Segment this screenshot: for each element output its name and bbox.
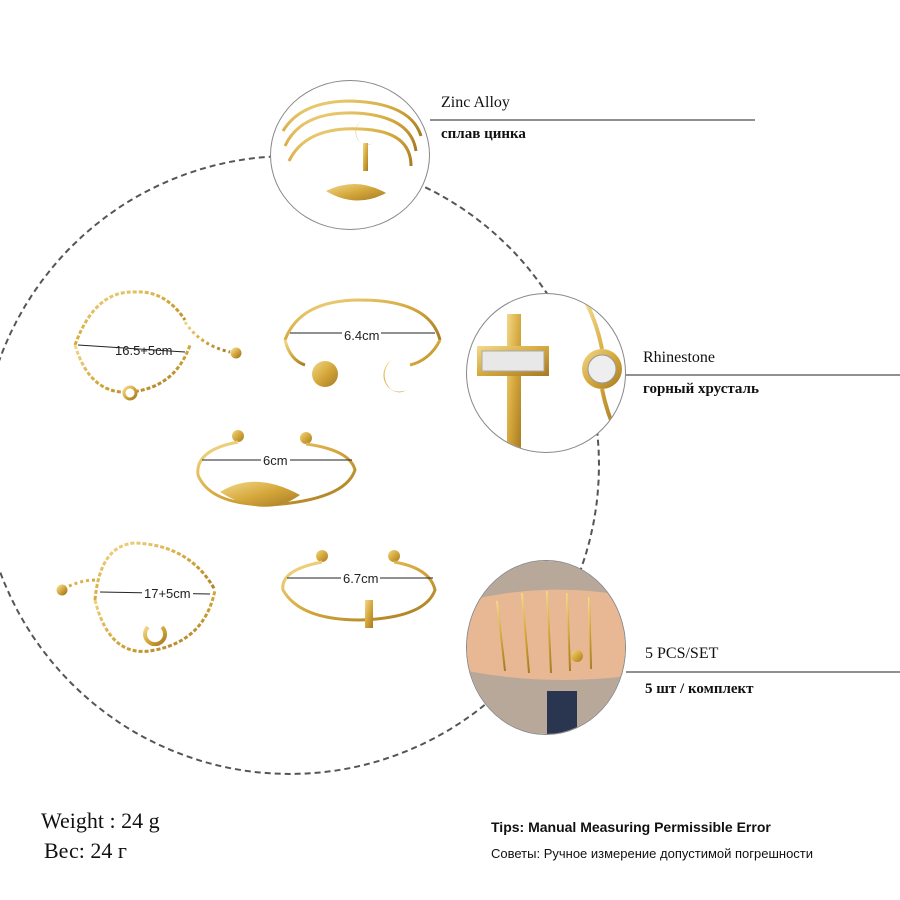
feature-set-ru: 5 шт / комплект	[645, 681, 754, 697]
measure-label-chain-2: 17+5cm	[142, 586, 193, 601]
measure-label-cuff-moon: 6.4cm	[342, 328, 382, 343]
measure-label-cuff-leaf: 6cm	[261, 453, 290, 468]
feature-rhinestone-ru: горный хрусталь	[643, 381, 759, 397]
chain-bracelet-crystal	[73, 290, 242, 401]
feature-set-en: 5 PCS/SET	[645, 645, 719, 662]
measure-label-cuff-bar: 6.7cm	[341, 571, 381, 586]
measure-label-chain-1: 16.5+5cm	[115, 343, 173, 358]
tips-en: Tips: Manual Measuring Permissible Error	[491, 819, 771, 835]
tips-ru: Советы: Ручное измерение допустимой погр…	[491, 846, 814, 861]
five-piece-set-circle	[466, 560, 626, 735]
feature-rhinestone-en: Rhinestone	[643, 349, 715, 366]
feature-zinc-en: Zinc Alloy	[441, 94, 510, 111]
weight-en: Weight : 24 g	[41, 808, 160, 833]
cuff-leaf	[196, 430, 357, 507]
weight-ru: Вес: 24 г	[44, 838, 127, 863]
chain-bracelet-moon	[56, 541, 217, 653]
feature-zinc-ru: сплав цинка	[441, 126, 526, 142]
measurement-arrows	[77, 332, 435, 595]
cuff-bar	[281, 550, 437, 628]
cuff-moon-coin	[283, 298, 442, 393]
rhinestone-detail-circle	[466, 293, 626, 453]
zinc-alloy-detail-circle	[270, 80, 430, 230]
